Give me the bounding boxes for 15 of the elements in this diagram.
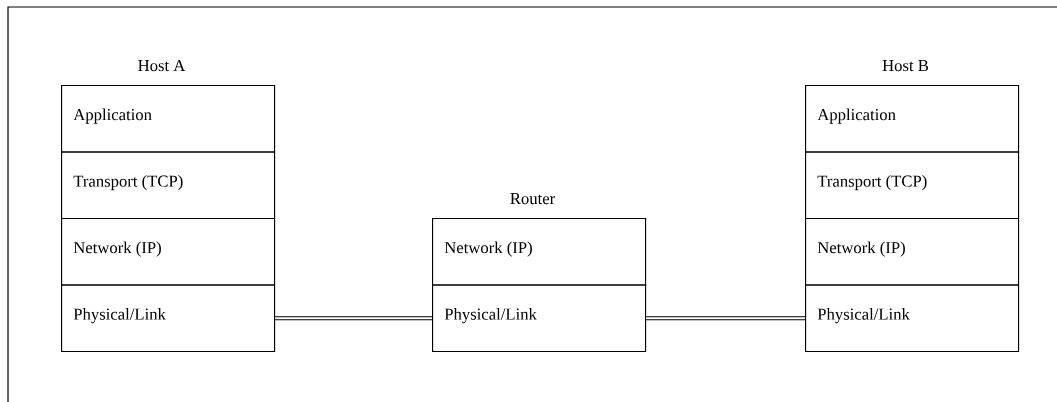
layer-box: Network (IP)	[61, 218, 276, 286]
layer-box: Physical/Link	[805, 284, 1020, 353]
layer-box: Transport (TCP)	[805, 151, 1020, 220]
layer-box: Application	[805, 85, 1020, 153]
node-label: Host A	[138, 59, 186, 72]
layer-box: Network (IP)	[805, 218, 1020, 286]
layer-box: Physical/Link	[432, 284, 647, 353]
link-line	[275, 316, 432, 321]
layer-box: Physical/Link	[61, 284, 276, 353]
layer-box: Network (IP)	[432, 218, 647, 286]
link-line	[646, 316, 805, 321]
layer-box: Transport (TCP)	[61, 151, 276, 220]
node-label: Host B	[882, 60, 929, 72]
layer-box: Application	[61, 85, 276, 153]
node-label: Router	[510, 193, 556, 205]
